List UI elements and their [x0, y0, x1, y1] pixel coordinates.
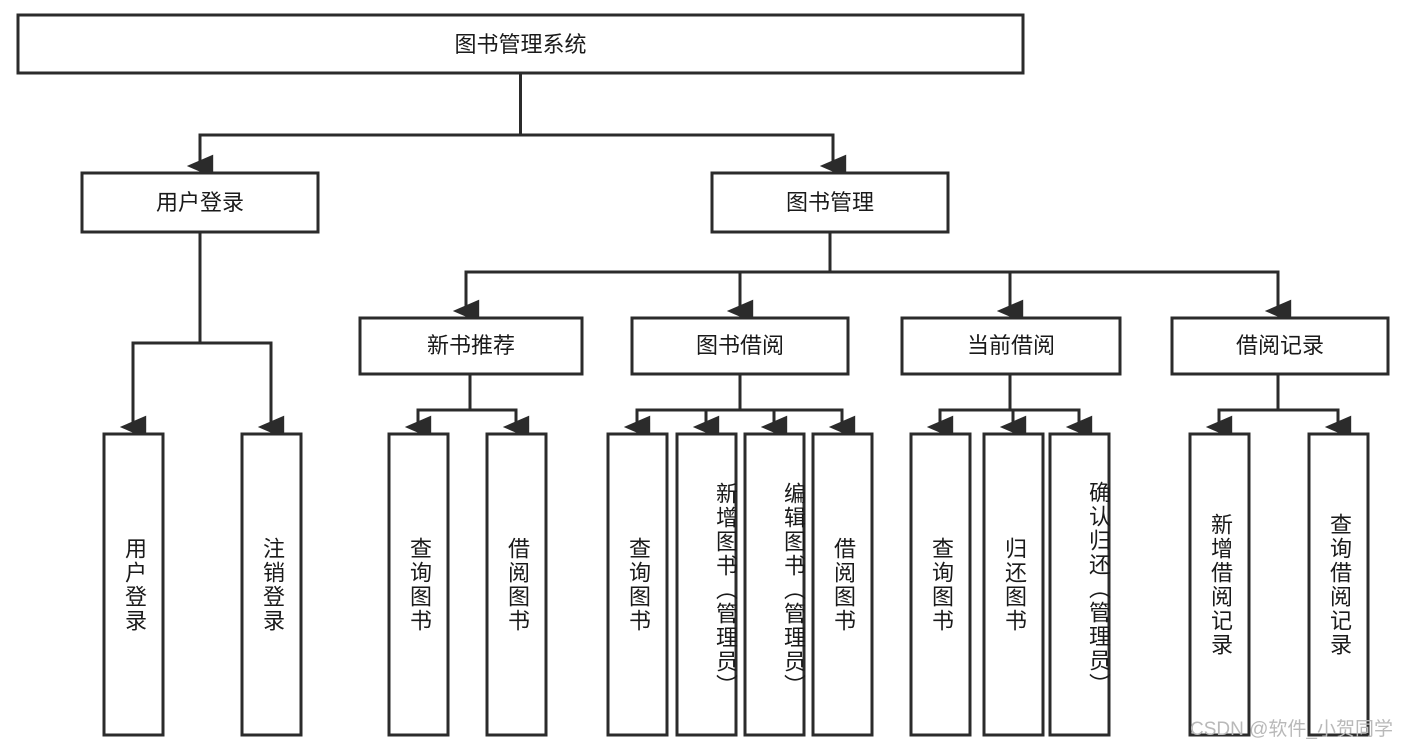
node-user-login-label: 用户登录 [156, 190, 244, 215]
leaf-borrow-book-recommend-box[interactable] [485, 432, 548, 737]
node-new-book-recommend-label: 新书推荐 [427, 333, 515, 358]
connector-group-book-borrow [623, 372, 856, 439]
leaf-confirm-return-admin-box[interactable] [1048, 432, 1111, 737]
csdn-watermark: CSDN @软件_小贺同学 [1190, 719, 1393, 740]
leaf-return-book-box[interactable] [982, 432, 1045, 737]
leaf-query-book-current-box[interactable] [909, 432, 972, 737]
node-current-borrow[interactable]: 当前借阅 [900, 316, 1122, 376]
connector-group-user-login [119, 230, 285, 439]
node-book-management[interactable]: 图书管理 [710, 171, 950, 234]
node-book-borrow[interactable]: 图书借阅 [630, 316, 850, 376]
leaf-add-borrow-record-box[interactable] [1188, 432, 1251, 737]
connector-group-book-management [452, 230, 1292, 323]
leaf-query-book-recommend-box[interactable] [387, 432, 450, 737]
node-new-book-recommend[interactable]: 新书推荐 [358, 316, 584, 376]
node-borrow-records-box[interactable] [1170, 316, 1390, 376]
leaf-borrow-book-box[interactable] [811, 432, 874, 737]
node-root-label: 图书管理系统 [454, 32, 586, 57]
leaf-user-login-box[interactable] [102, 432, 165, 737]
leaf-query-borrow-record-box[interactable] [1307, 432, 1370, 737]
leaf-add-book-admin-box[interactable] [675, 432, 738, 737]
connector-group-new-book-recommend [404, 372, 530, 439]
connector-group-root [186, 71, 847, 178]
node-user-login-box[interactable] [80, 171, 320, 234]
node-book-management-box[interactable] [710, 171, 950, 234]
connector-group-borrow-records [1205, 372, 1352, 439]
node-root[interactable]: 图书管理系统 [16, 13, 1025, 75]
leaf-edit-book-admin-box[interactable] [743, 432, 806, 737]
node-new-book-recommend-box[interactable] [358, 316, 584, 376]
connector-group-current-borrow [926, 372, 1093, 439]
node-book-borrow-box[interactable] [630, 316, 850, 376]
node-current-borrow-box[interactable] [900, 316, 1122, 376]
leaf-logout-box[interactable] [240, 432, 303, 737]
node-book-management-label: 图书管理 [786, 190, 874, 215]
node-root-box[interactable] [16, 13, 1025, 75]
leaf-query-book-borrow-box[interactable] [606, 432, 669, 737]
node-borrow-records-label: 借阅记录 [1236, 333, 1324, 358]
node-user-login[interactable]: 用户登录 [80, 171, 320, 234]
node-borrow-records[interactable]: 借阅记录 [1170, 316, 1390, 376]
node-current-borrow-label: 当前借阅 [967, 333, 1055, 358]
node-book-borrow-label: 图书借阅 [696, 333, 784, 358]
